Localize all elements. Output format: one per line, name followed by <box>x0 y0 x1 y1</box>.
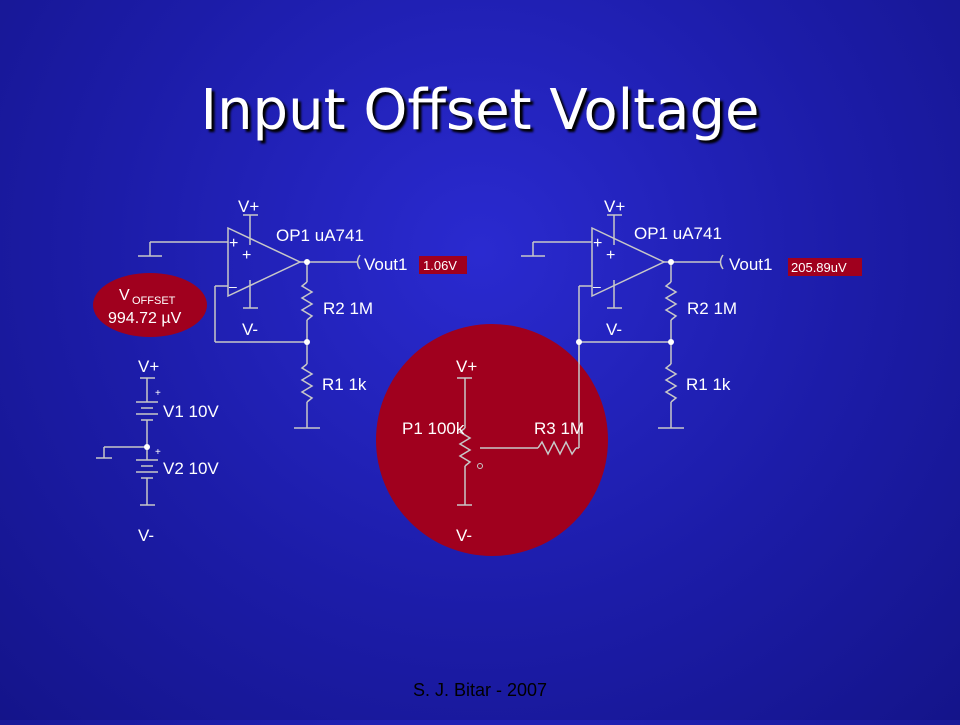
offset-sub-label: OFFSET <box>132 295 176 307</box>
right-opamp-label: OP1 uA741 <box>634 224 722 243</box>
left-opamp-label: OP1 uA741 <box>276 226 364 245</box>
left-plus-input-sign: + <box>229 235 238 252</box>
right-r2-label: R2 1M <box>687 299 737 318</box>
left-vout-label: Vout1 <box>364 255 408 274</box>
right-plus-input-sign: + <box>593 235 602 252</box>
left-output-node <box>304 259 310 265</box>
left-vout-value: 1.06V <box>423 258 457 273</box>
left-vplus-label: V+ <box>238 197 259 216</box>
left-feedback-node <box>304 339 310 345</box>
left-r1-label: R1 1k <box>322 375 367 394</box>
left-vout-value-box <box>419 256 467 274</box>
offset-value: 994.72 µV <box>108 310 182 327</box>
p1-wiper-terminal <box>477 463 483 469</box>
left-vout-probe-icon <box>356 254 361 270</box>
supply-vplus-label: V+ <box>138 357 159 376</box>
supply-plus-sign-2: + <box>155 447 161 458</box>
right-r1-resistor <box>664 363 678 403</box>
supply-vminus-label: V- <box>138 526 154 545</box>
nulling-network <box>457 342 580 506</box>
offset-badge <box>93 273 207 337</box>
nulling-vminus-label: V- <box>456 526 472 545</box>
left-plus-input-sign-2: + <box>242 247 251 264</box>
offset-v-label: V <box>119 287 130 304</box>
p1-label: P1 100k <box>402 419 465 438</box>
supply-ground-node <box>144 444 150 450</box>
right-minus-input-sign: – <box>593 278 601 294</box>
left-r2-resistor <box>300 281 314 321</box>
right-opamp-symbol <box>591 226 666 298</box>
right-vout-value-box <box>788 258 862 276</box>
left-minus-input-sign: – <box>229 278 237 294</box>
right-vminus-label: V- <box>606 320 622 339</box>
right-inverting-node <box>576 339 582 345</box>
right-r1-label: R1 1k <box>686 375 731 394</box>
right-vout-probe-icon <box>719 254 724 270</box>
supply-plus-sign-1: + <box>155 388 161 399</box>
left-r1-resistor <box>300 363 314 403</box>
r3-label: R3 1M <box>534 419 584 438</box>
nulling-vplus-label: V+ <box>456 357 477 376</box>
left-r2-label: R2 1M <box>323 299 373 318</box>
supply-circuit <box>96 377 158 506</box>
right-vout-value: 205.89uV <box>791 260 847 275</box>
left-vminus-label: V- <box>242 320 258 339</box>
right-vplus-label: V+ <box>604 197 625 216</box>
right-plus-input-sign-2: + <box>606 247 615 264</box>
right-vout-label: Vout1 <box>729 255 773 274</box>
r3-resistor <box>537 440 577 456</box>
slide-footer: S. J. Bitar - 2007 <box>412 680 548 700</box>
v1-label: V1 10V <box>163 402 219 421</box>
slide-title: Input Offset Voltage <box>200 78 760 143</box>
right-r2-resistor <box>664 281 678 321</box>
nulling-highlight <box>376 324 608 556</box>
left-opamp-symbol <box>227 226 302 298</box>
v2-label: V2 10V <box>163 459 219 478</box>
right-output-node <box>668 259 674 265</box>
p1-potentiometer <box>458 427 472 467</box>
right-feedback-node <box>668 339 674 345</box>
